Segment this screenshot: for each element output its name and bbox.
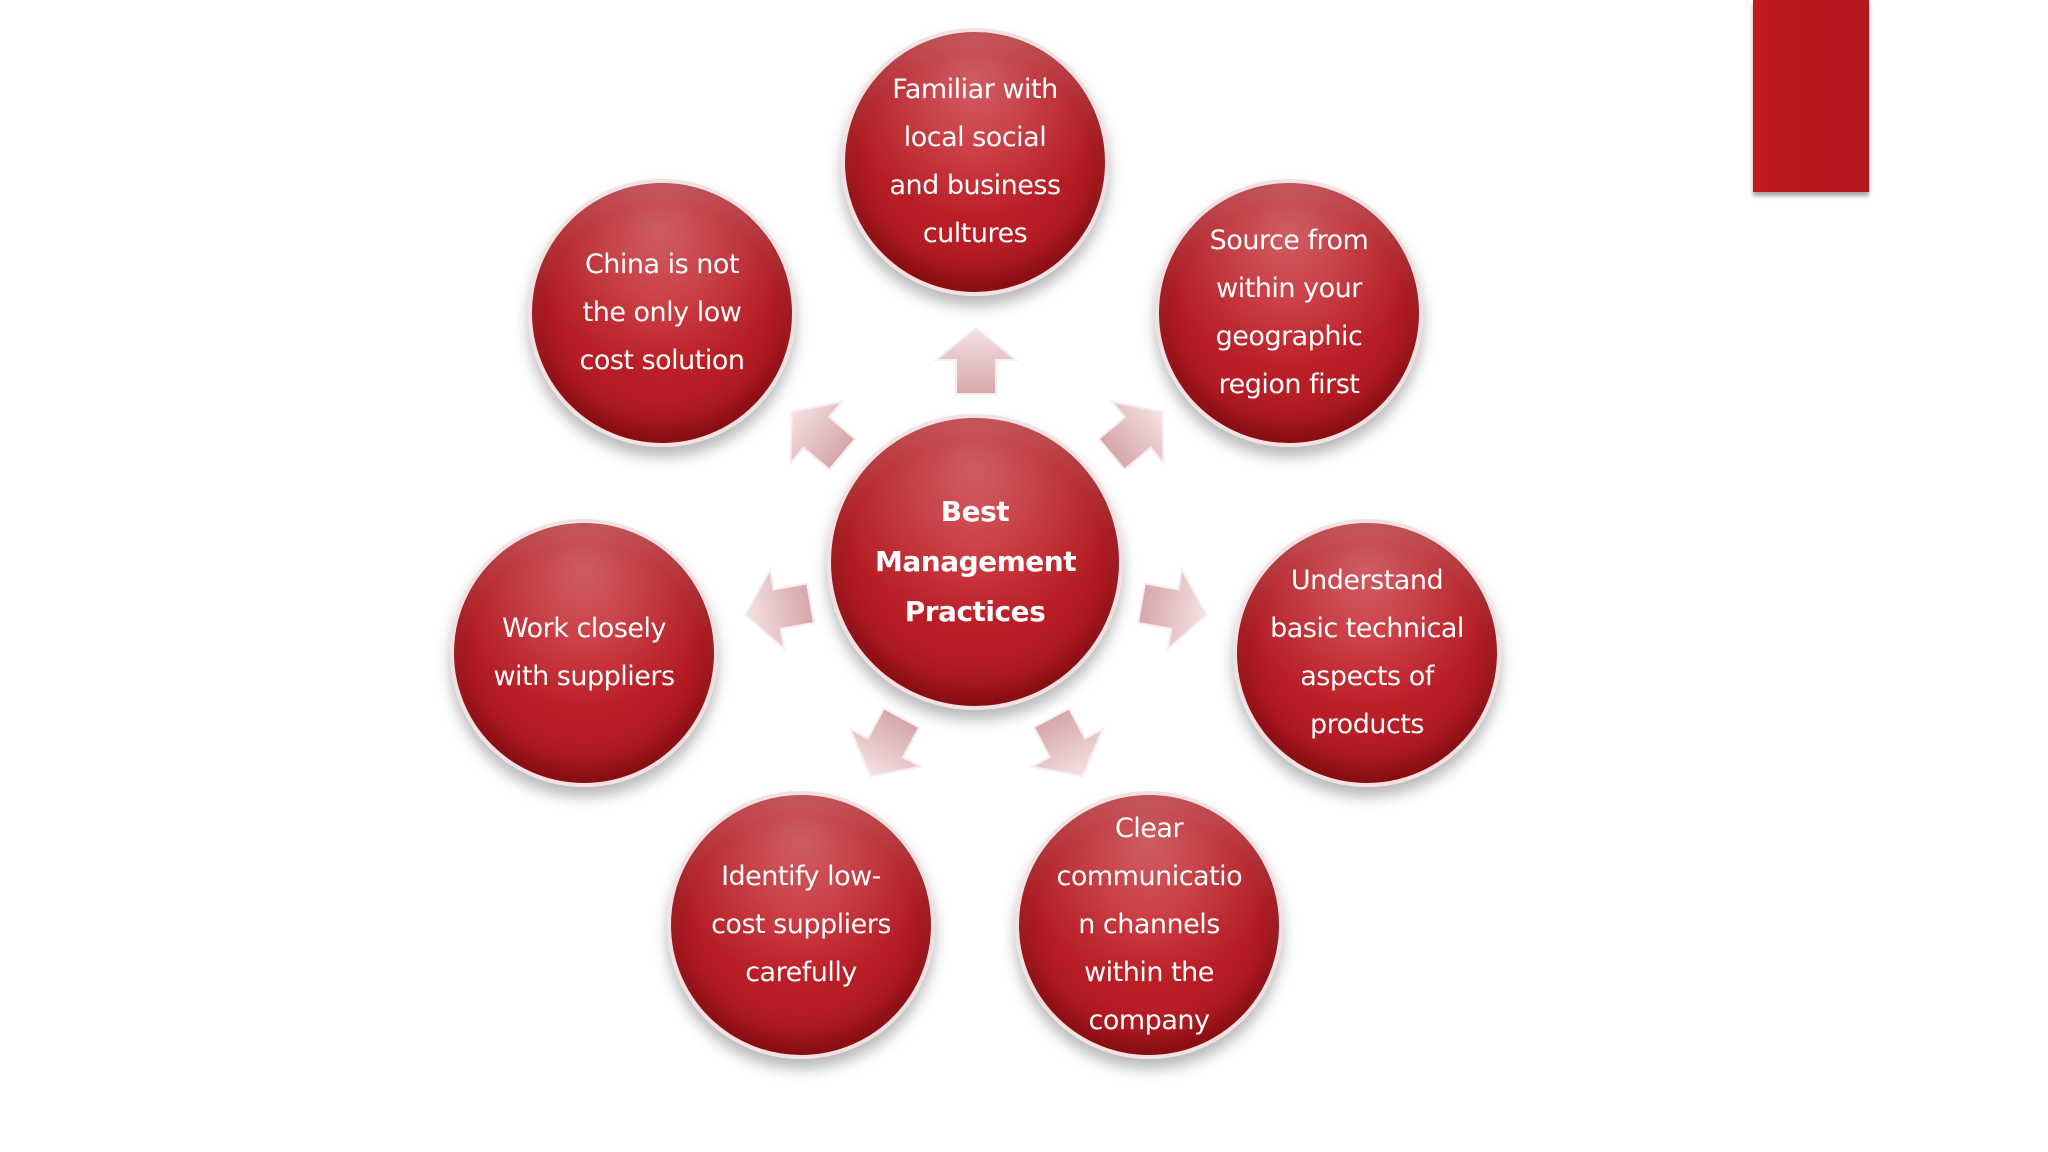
node-lower-left: Identify low-cost suppliers carefully — [667, 791, 935, 1059]
arrow-left-icon — [736, 562, 820, 657]
corner-accent-bar — [1753, 0, 1869, 192]
arrow-upper-right-icon — [1083, 378, 1191, 487]
node-upper-right: Source from within your geographic regio… — [1155, 179, 1423, 447]
node-lower-left-label: Identify low-cost suppliers carefully — [711, 861, 891, 988]
node-upper-right-label: Source from within your geographic regio… — [1209, 225, 1369, 400]
arrow-up-icon — [933, 326, 1019, 396]
arrow-lower-right-icon — [1013, 696, 1120, 797]
center-node-label: Best Management Practices — [875, 495, 1077, 628]
node-lower-right: Clear communicatio n channels within the… — [1015, 791, 1283, 1059]
node-top: Familiar with local social and business … — [841, 28, 1109, 296]
center-node: Best Management Practices — [827, 414, 1123, 710]
node-upper-left: China is not the only low cost solution — [528, 179, 796, 447]
arrow-lower-left-icon — [832, 696, 939, 797]
node-right-label: Understand basic technical aspects of pr… — [1270, 565, 1464, 740]
arrow-upper-left-icon — [763, 378, 871, 487]
node-top-label: Familiar with local social and business … — [889, 74, 1061, 249]
node-left-label: Work closely with suppliers — [493, 613, 675, 692]
arrow-right-icon — [1132, 562, 1216, 657]
node-right: Understand basic technical aspects of pr… — [1233, 519, 1501, 787]
node-lower-right-label: Clear communicatio n channels within the… — [1056, 813, 1243, 1036]
node-upper-left-label: China is not the only low cost solution — [579, 249, 745, 376]
node-left: Work closely with suppliers — [450, 519, 718, 787]
